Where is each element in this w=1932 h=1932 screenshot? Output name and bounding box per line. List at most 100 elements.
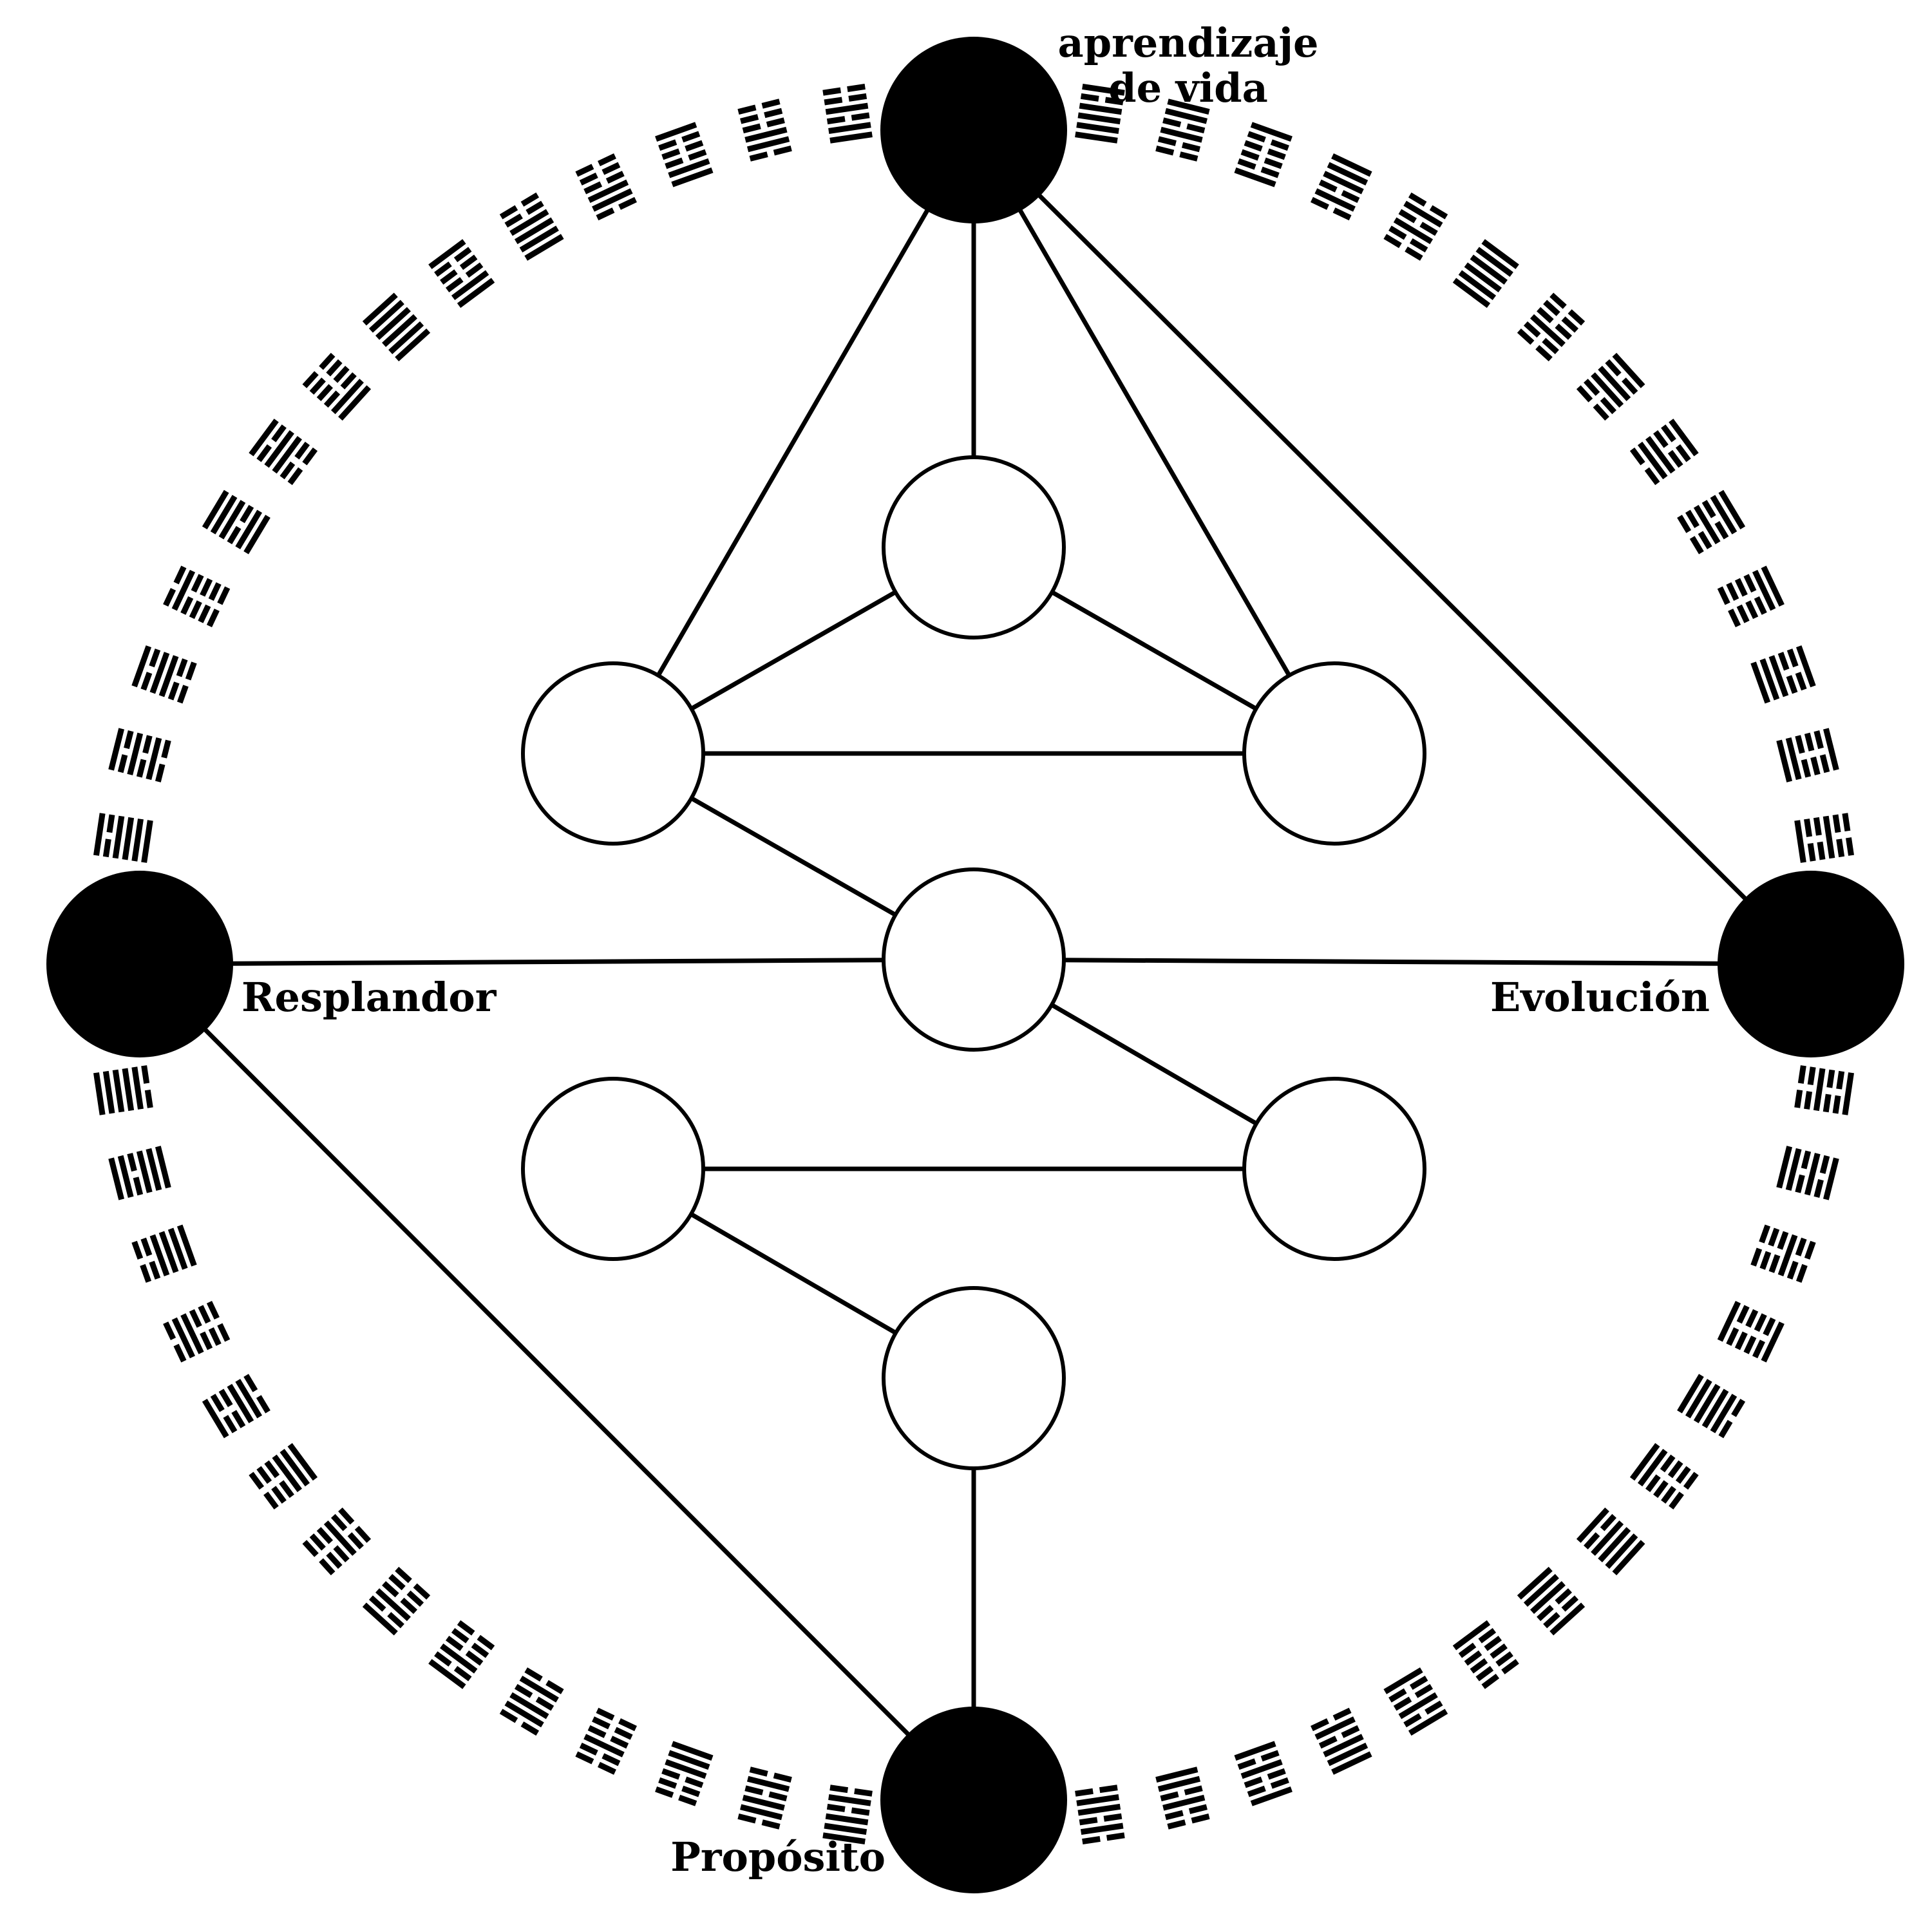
hexagram-line-solid bbox=[519, 225, 559, 253]
hexagram-line-solid bbox=[272, 1454, 302, 1493]
hexagram-line-broken bbox=[737, 104, 757, 115]
hexagram-symbol bbox=[499, 192, 564, 261]
hexagram-line-broken bbox=[198, 604, 211, 623]
hexagram-line-solid bbox=[1804, 1153, 1821, 1196]
hexagram-line-broken bbox=[231, 1410, 246, 1428]
hexagram-line-solid bbox=[1155, 1766, 1198, 1783]
hexagram-line-broken bbox=[598, 1761, 616, 1775]
hexagram-line-broken bbox=[761, 99, 781, 109]
hexagram-symbol bbox=[108, 728, 171, 782]
hexagram-line-broken bbox=[1244, 140, 1263, 152]
hexagram-line-broken bbox=[1549, 292, 1567, 309]
hexagram-line-broken bbox=[1801, 1150, 1812, 1170]
hexagram-line-broken bbox=[596, 207, 615, 221]
hexagram-line-solid bbox=[1776, 739, 1793, 782]
node-right-anchor bbox=[1718, 871, 1904, 1057]
hexagram-line-broken bbox=[1807, 842, 1816, 862]
hexagram-line-solid bbox=[1082, 84, 1125, 96]
hexagram-line-broken bbox=[1393, 1696, 1412, 1711]
hexagram-line-solid bbox=[330, 379, 364, 415]
hexagram-line-broken bbox=[1807, 1066, 1816, 1086]
hexagram-line-broken bbox=[1388, 1688, 1407, 1703]
hexagram-line-broken bbox=[1814, 1179, 1824, 1198]
hexagram-symbol bbox=[655, 122, 714, 187]
hexagram-line-broken bbox=[1388, 225, 1407, 240]
hexagram-symbol bbox=[108, 1146, 171, 1200]
hexagram-line-broken bbox=[1075, 1788, 1094, 1797]
hexagram-line-broken bbox=[1099, 1785, 1118, 1794]
hexagram-line-solid bbox=[171, 569, 196, 611]
hexagram-line-solid bbox=[1549, 1602, 1586, 1636]
hexagram-line-solid bbox=[158, 655, 179, 697]
hexagram-line-broken bbox=[223, 1415, 238, 1434]
hexagram-line-broken bbox=[302, 1540, 319, 1557]
hexagram-line-solid bbox=[1693, 504, 1721, 545]
hexagram-line-broken bbox=[768, 1791, 788, 1802]
hexagram-line-broken bbox=[1267, 1768, 1286, 1780]
hexagram-line-solid bbox=[180, 1313, 204, 1354]
hexagram-line-broken bbox=[302, 447, 318, 466]
hexagram-symbol bbox=[428, 1620, 495, 1689]
hexagram-line-broken bbox=[445, 1636, 464, 1651]
hexagram-line-broken bbox=[256, 1466, 272, 1484]
hexagram-line-solid bbox=[141, 820, 153, 863]
hexagram-line-broken bbox=[665, 157, 684, 169]
hexagram-line-solid bbox=[1823, 815, 1835, 859]
hexagram-symbol bbox=[1717, 1301, 1785, 1363]
hexagram-line-broken bbox=[1495, 1651, 1513, 1667]
hexagram-line-broken bbox=[826, 116, 846, 125]
hexagram-line-broken bbox=[131, 1240, 144, 1260]
hexagram-line-broken bbox=[655, 1786, 674, 1798]
hexagram-line-broken bbox=[1653, 430, 1669, 448]
hexagram-line-broken bbox=[1155, 145, 1175, 156]
hexagram-line-broken bbox=[761, 1819, 781, 1830]
hexagram-line-solid bbox=[1240, 1759, 1283, 1779]
hexagram-line-solid bbox=[1075, 131, 1118, 144]
hexagram-symbol bbox=[93, 1065, 153, 1115]
hexagram-line-solid bbox=[1077, 112, 1121, 125]
hexagram-line-solid bbox=[1605, 1533, 1638, 1569]
hexagram-line-broken bbox=[1157, 136, 1177, 146]
hexagram-line-broken bbox=[176, 658, 188, 677]
hexagram-line-solid bbox=[1530, 1581, 1566, 1615]
hexagram-line-broken bbox=[1842, 813, 1851, 832]
hexagram-line-solid bbox=[1752, 569, 1776, 611]
hexagram-line-broken bbox=[210, 1394, 225, 1412]
hexagram-line-broken bbox=[773, 145, 792, 156]
node-center bbox=[882, 867, 1066, 1052]
hexagram-line-solid bbox=[1701, 1388, 1729, 1428]
hexagram-symbol bbox=[655, 1741, 714, 1806]
hexagram-line-solid bbox=[1331, 1751, 1372, 1775]
hexagram-line-broken bbox=[614, 1727, 633, 1740]
hexagram-line-broken bbox=[848, 93, 867, 102]
hexagram-symbol bbox=[1629, 419, 1699, 486]
hexagram-line-broken bbox=[382, 1581, 399, 1598]
hexagram-line-broken bbox=[499, 205, 518, 220]
hexagram-ring bbox=[93, 84, 1854, 1844]
hexagram-line-solid bbox=[210, 495, 238, 535]
hexagram-line-solid bbox=[93, 813, 106, 856]
hexagram-line-broken bbox=[136, 759, 147, 778]
hexagram-line-broken bbox=[465, 262, 484, 278]
hexagram-line-solid bbox=[1785, 737, 1802, 781]
hexagram-line-solid bbox=[1823, 728, 1839, 771]
hexagram-line-broken bbox=[688, 149, 707, 161]
hexagram-line-solid bbox=[1693, 1383, 1721, 1424]
hexagram-line-broken bbox=[140, 672, 153, 691]
hexagram-line-broken bbox=[434, 1651, 452, 1667]
hexagram-symbol bbox=[1750, 1224, 1816, 1283]
hexagram-symbol bbox=[1794, 1065, 1854, 1115]
hexagram-line-broken bbox=[1260, 166, 1280, 178]
hexagram-line-broken bbox=[1759, 1224, 1771, 1244]
hexagram-line-broken bbox=[1535, 345, 1553, 362]
hexagram-line-broken bbox=[319, 1558, 336, 1576]
hexagram-line-broken bbox=[1689, 536, 1704, 554]
hexagram-line-broken bbox=[326, 1551, 343, 1569]
hexagram-line-broken bbox=[1645, 1474, 1661, 1493]
hexagram-line-broken bbox=[1743, 1335, 1757, 1354]
hexagram-line-broken bbox=[1237, 1758, 1256, 1770]
hexagram-line-broken bbox=[1701, 500, 1716, 518]
hexagram-symbol bbox=[249, 1443, 318, 1510]
hexagram-line-broken bbox=[1237, 158, 1256, 170]
hexagram-line-solid bbox=[1776, 1146, 1793, 1189]
